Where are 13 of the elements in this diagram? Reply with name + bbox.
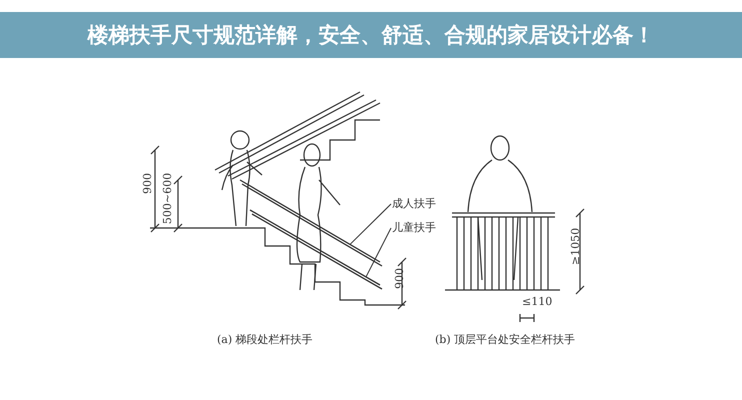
dimension-label: 500~600 — [162, 172, 173, 224]
part-label: 成人扶手 — [392, 198, 436, 209]
leader-line — [350, 204, 392, 245]
dimension-label: ≥1050 — [570, 227, 581, 265]
figure-caption: (a) 梯段处栏杆扶手 — [217, 334, 313, 345]
handrail — [240, 179, 382, 267]
title-banner: 楼梯扶手尺寸规范详解，安全、舒适、合规的家居设计必备！ — [0, 12, 742, 58]
leader-line — [366, 228, 392, 278]
dimension-label: ≤110 — [522, 296, 552, 307]
dimension-label: 900 — [142, 172, 152, 194]
figure-caption: (b) 顶层平台处安全栏杆扶手 — [435, 334, 576, 345]
handrail — [250, 209, 382, 290]
part-label: 儿童扶手 — [392, 222, 436, 233]
